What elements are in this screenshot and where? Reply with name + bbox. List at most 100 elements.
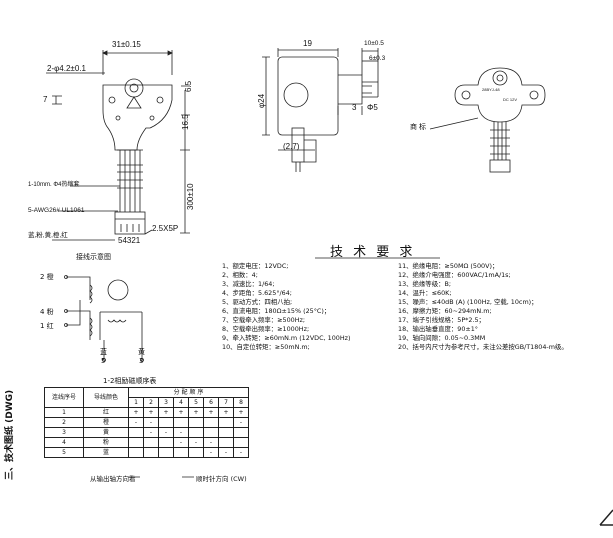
row-color: 蓝 (83, 447, 129, 458)
wiring-pin-2: 2 橙 (40, 273, 54, 281)
section-label: 三、技术图纸 (DWG) (5, 389, 15, 480)
row-color: 橙 (83, 417, 129, 428)
tech-requirement-item: 7、空载牵入频率：≥500Hz; (222, 316, 306, 324)
sequence-cell: - (173, 437, 189, 448)
trademark-label: 商 标 (410, 124, 426, 131)
sequence-cell (233, 427, 249, 438)
tech-requirement-item: 18、输出轴垂直度：90±1° (398, 325, 479, 333)
sequence-cell: - (173, 427, 189, 438)
step-header: 2 (143, 397, 159, 408)
tech-requirement-item: 20、括号内尺寸为参考尺寸，未注公差按GB/T1804-m级。 (398, 343, 568, 351)
sequence-cell: + (233, 407, 249, 418)
connector-code: 54321 (118, 236, 141, 245)
sequence-cell (143, 447, 159, 458)
sequence-cell (128, 437, 144, 448)
tech-requirement-item: 15、噪声：≤40dB (A) (100Hz, 空载, 10cm)； (398, 298, 538, 306)
step-header: 7 (218, 397, 234, 408)
sequence-cell (188, 447, 204, 458)
wiring-pin-3-color: 黄 (138, 348, 145, 356)
wiring-title: 接线示意图 (76, 253, 111, 261)
sequence-cell (158, 437, 174, 448)
sequence-cell: - (128, 417, 144, 428)
dim-300: 300±10 (186, 183, 195, 210)
row-number: 2 (44, 417, 84, 428)
sequence-cell (128, 447, 144, 458)
tech-heading: 技 术 要 求 (330, 245, 416, 260)
wiring-pin-5-color: 蓝 (100, 348, 107, 356)
wiring-pin-5-num: 5 (101, 357, 106, 365)
sequence-footer-left: 从输出轴方向看 (90, 475, 136, 483)
tech-requirement-item: 9、牵入转矩：≥60mN.m (12VDC, 100Hz) (222, 334, 351, 342)
sequence-cell (128, 427, 144, 438)
step-header: 1 (128, 397, 144, 408)
tech-requirement-item: 8、空载牵出频率：≥1000Hz; (222, 325, 310, 333)
tech-list-right: 11、绝缘电阻：≥50MΩ (500V)；12、绝缘介电强度：600VAC/1m… (398, 262, 568, 352)
tech-requirement-item: 16、摩擦力矩：60~294mN.m; (398, 307, 492, 315)
tech-requirement-item: 13、绝缘等级：B; (398, 280, 452, 288)
col-color-header: 导线颜色 (83, 387, 129, 408)
sequence-cell (233, 437, 249, 448)
row-number: 1 (44, 407, 84, 418)
sequence-cell (203, 417, 219, 428)
sequence-cell: - (143, 427, 159, 438)
sequence-cell (143, 437, 159, 448)
sequence-cell (173, 447, 189, 458)
tech-requirement-item: 3、减速比：1/64; (222, 280, 275, 288)
front-view-motor (102, 78, 173, 235)
dim-24: φ24 (257, 93, 266, 108)
row-color: 黄 (83, 427, 129, 438)
sequence-cell: - (218, 447, 234, 458)
dim-width: 31±0.15 (112, 40, 141, 49)
row-number: 5 (44, 447, 84, 458)
tech-requirement-item: 14、温升：≤60K; (398, 289, 452, 297)
dim-shaft: Φ5 (367, 103, 378, 112)
row-number: 4 (44, 437, 84, 448)
sequence-cell: - (188, 437, 204, 448)
tech-requirement-item: 6、直流电阻：180Ω±15% (25°C)； (222, 307, 331, 315)
lead-wire: 5-AWG26# UL1061 (28, 207, 85, 214)
tech-requirement-item: 1、额定电压：12VDC; (222, 262, 289, 270)
dim-7: 7 (43, 95, 48, 104)
motor-photo-sketch (454, 67, 546, 173)
row-color: 粉 (83, 437, 129, 448)
tech-requirement-item: 17、端子引线规格：5P*2.5； (398, 316, 485, 324)
tech-requirement-item: 2、相数：4; (222, 271, 258, 279)
col-seq-header: 连线序号 (44, 387, 84, 408)
sequence-cell (203, 427, 219, 438)
sequence-cell (218, 437, 234, 448)
sequence-cell: - (203, 437, 219, 448)
motor-voltage-label: DC 12V (503, 97, 518, 102)
step-header: 6 (203, 397, 219, 408)
dim-16-5: 16.5 (181, 114, 190, 130)
row-color: 红 (83, 407, 129, 418)
dim-19: 19 (303, 39, 312, 48)
sequence-cell: - (233, 417, 249, 428)
col-dist-header: 分 配 顺 序 (128, 387, 249, 398)
dim-holes: 2-φ4.2±0.1 (47, 64, 86, 73)
tech-requirement-item: 12、绝缘介电强度：600VAC/1mA/1s; (398, 271, 511, 279)
lead-colors: 蓝,粉,黄,橙,红 (28, 232, 68, 239)
connector-pitch: 2.5X5P (152, 224, 179, 233)
dim-6: 6±0.3 (369, 55, 386, 62)
sequence-cell: + (173, 407, 189, 418)
step-header: 3 (158, 397, 174, 408)
sequence-cell (188, 417, 204, 428)
sequence-cell: + (158, 407, 174, 418)
wiring-pin-3-num: 3 (139, 357, 144, 365)
sequence-cell: + (188, 407, 204, 418)
sequence-cell: - (203, 447, 219, 458)
sequence-cell: - (143, 417, 159, 428)
sequence-table-title: 1-2相励磁顺序表 (103, 377, 157, 385)
dim-2-7: (2.7) (283, 142, 300, 151)
row-number: 3 (44, 427, 84, 438)
tech-requirement-item: 5、驱动方式：四相八拍; (222, 298, 293, 306)
sequence-cell (218, 417, 234, 428)
sequence-footer-right: 顺时针方向 (CW) (196, 475, 247, 483)
tech-requirement-item: 4、步距角：5.625°/64; (222, 289, 292, 297)
wiring-pin-4: 4 粉 (40, 308, 54, 316)
sequence-cell: - (158, 427, 174, 438)
sequence-cell: + (143, 407, 159, 418)
